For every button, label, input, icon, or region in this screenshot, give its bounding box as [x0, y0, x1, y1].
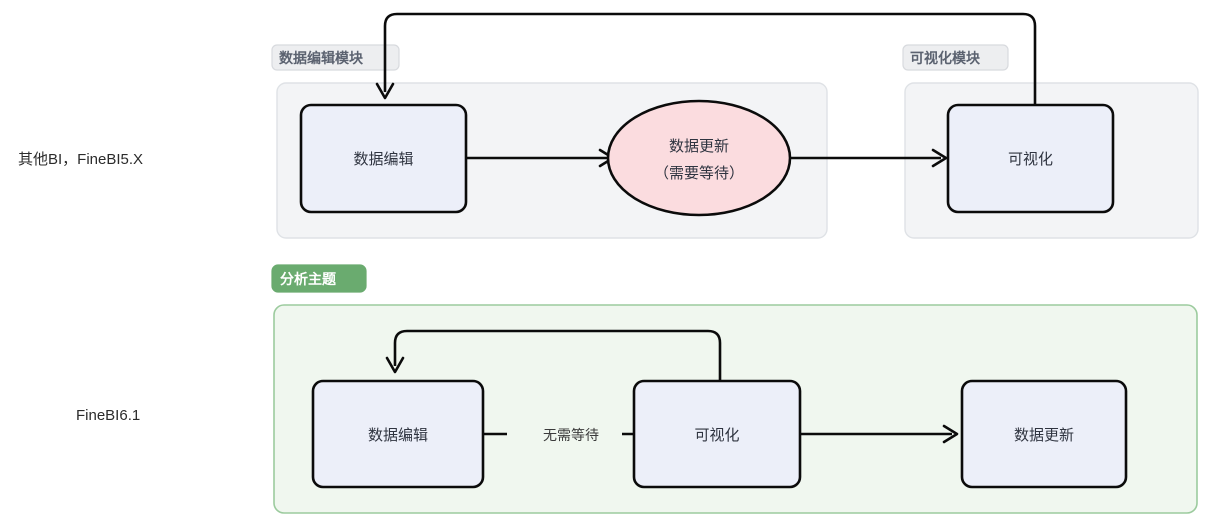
node-new-data-edit-label: 数据编辑	[368, 427, 428, 444]
arrow-head-new-visual-feedback	[385, 356, 405, 374]
node-legacy-data-update-line2: （需要等待）	[654, 164, 744, 182]
node-new-data-update-label: 数据更新	[1014, 427, 1074, 444]
node-legacy-visualization-label: 可视化	[1008, 151, 1053, 168]
cluster-pill-data-edit-module	[271, 44, 400, 71]
edge-new-visual-feedback-to-edit	[393, 329, 722, 381]
node-legacy-data-edit[interactable]	[299, 103, 468, 214]
row-label-new: FineBI6.1	[76, 407, 140, 424]
node-legacy-data-update-line1: 数据更新	[669, 138, 729, 155]
node-new-visualization-label: 可视化	[694, 427, 739, 444]
node-new-visualization[interactable]	[632, 379, 802, 489]
node-legacy-visualization[interactable]	[946, 103, 1115, 214]
cluster-pill-analysis-subject	[271, 264, 367, 293]
cluster-title-analysis-subject: 分析主题	[280, 271, 337, 287]
row-label-legacy: 其他BI，FineBI5.X	[18, 151, 143, 168]
node-new-data-edit[interactable]	[311, 379, 485, 489]
arrow-head-legacy-update-to-visual	[931, 148, 948, 168]
node-legacy-data-edit-label: 数据编辑	[353, 151, 413, 168]
edge-legacy-visual-feedback-to-edit	[383, 12, 1037, 105]
cluster-title-visualization-module: 可视化模块	[910, 50, 981, 66]
cluster-title-data-edit-module: 数据编辑模块	[279, 50, 364, 66]
cluster-pill-visualization-module	[902, 44, 1009, 71]
edge-label-no-wait: 无需等待	[543, 427, 599, 443]
node-new-data-update[interactable]	[960, 379, 1128, 489]
node-legacy-data-update-wait[interactable]	[606, 99, 792, 217]
arrow-head-legacy-visual-feedback	[375, 82, 395, 100]
arrow-head-new-visual-to-update	[942, 424, 959, 444]
